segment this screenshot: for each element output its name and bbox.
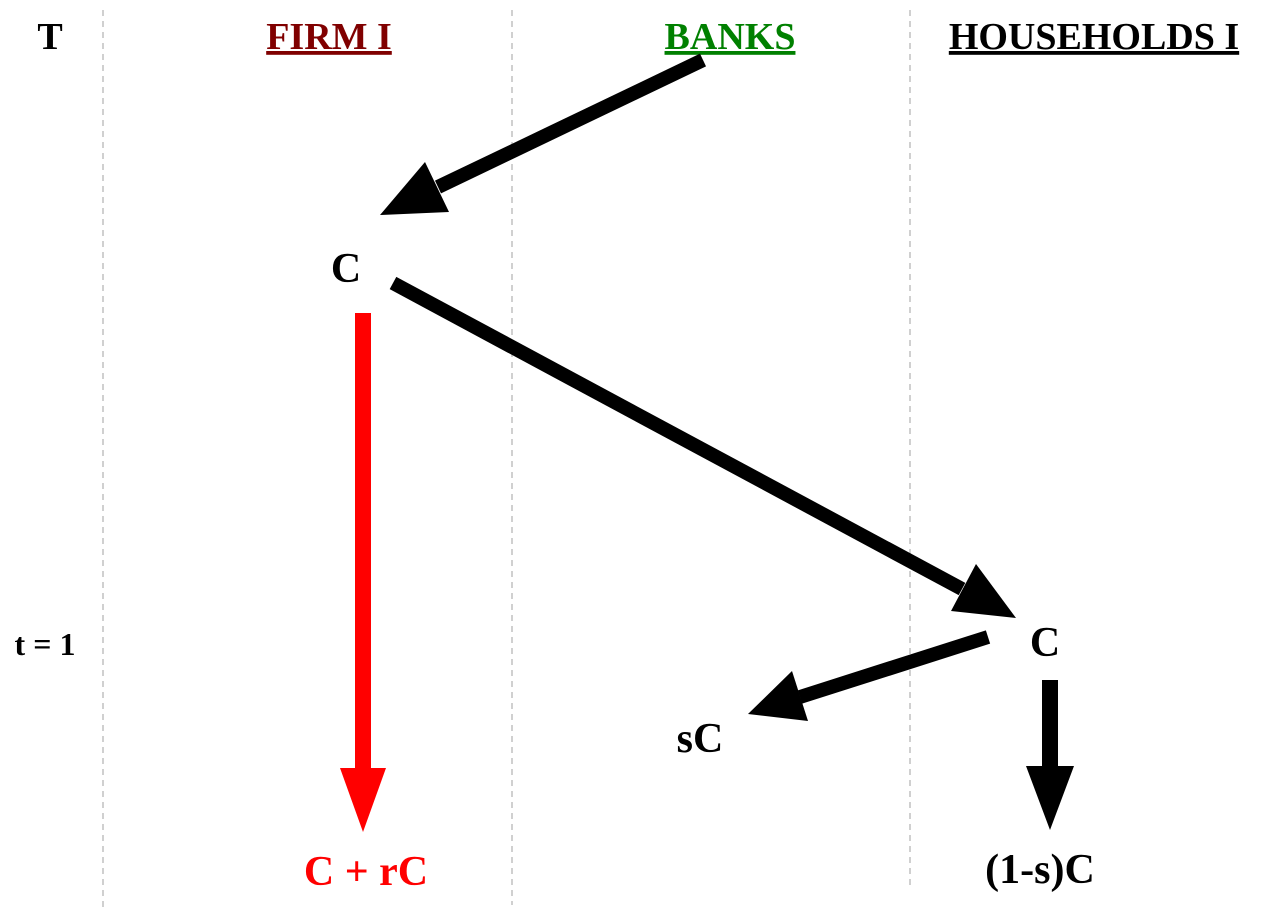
time-axis-header: T <box>37 16 62 58</box>
flow-arrow-firm-repayment <box>340 313 386 832</box>
column-header-firm: FIRM I <box>266 16 392 58</box>
flow-arrow-banks-to-firm <box>380 53 707 215</box>
node-savings: sC <box>677 716 724 762</box>
time-marker-t1: t = 1 <box>15 626 76 662</box>
flow-arrow-households-to-savings <box>748 630 991 721</box>
column-header-households: HOUSEHOLDS I <box>949 16 1239 58</box>
flow-arrow-firm-to-households <box>389 276 1016 618</box>
column-header-banks: BANKS <box>665 16 796 58</box>
node-repayment: C + rC <box>304 849 428 895</box>
node-firm-credit: C <box>331 246 361 292</box>
flow-arrow-households-to-consumption <box>1026 680 1074 830</box>
node-households-credit: C <box>1030 620 1060 666</box>
column-dividers <box>102 10 911 912</box>
node-consumption: (1-s)C <box>985 847 1095 893</box>
